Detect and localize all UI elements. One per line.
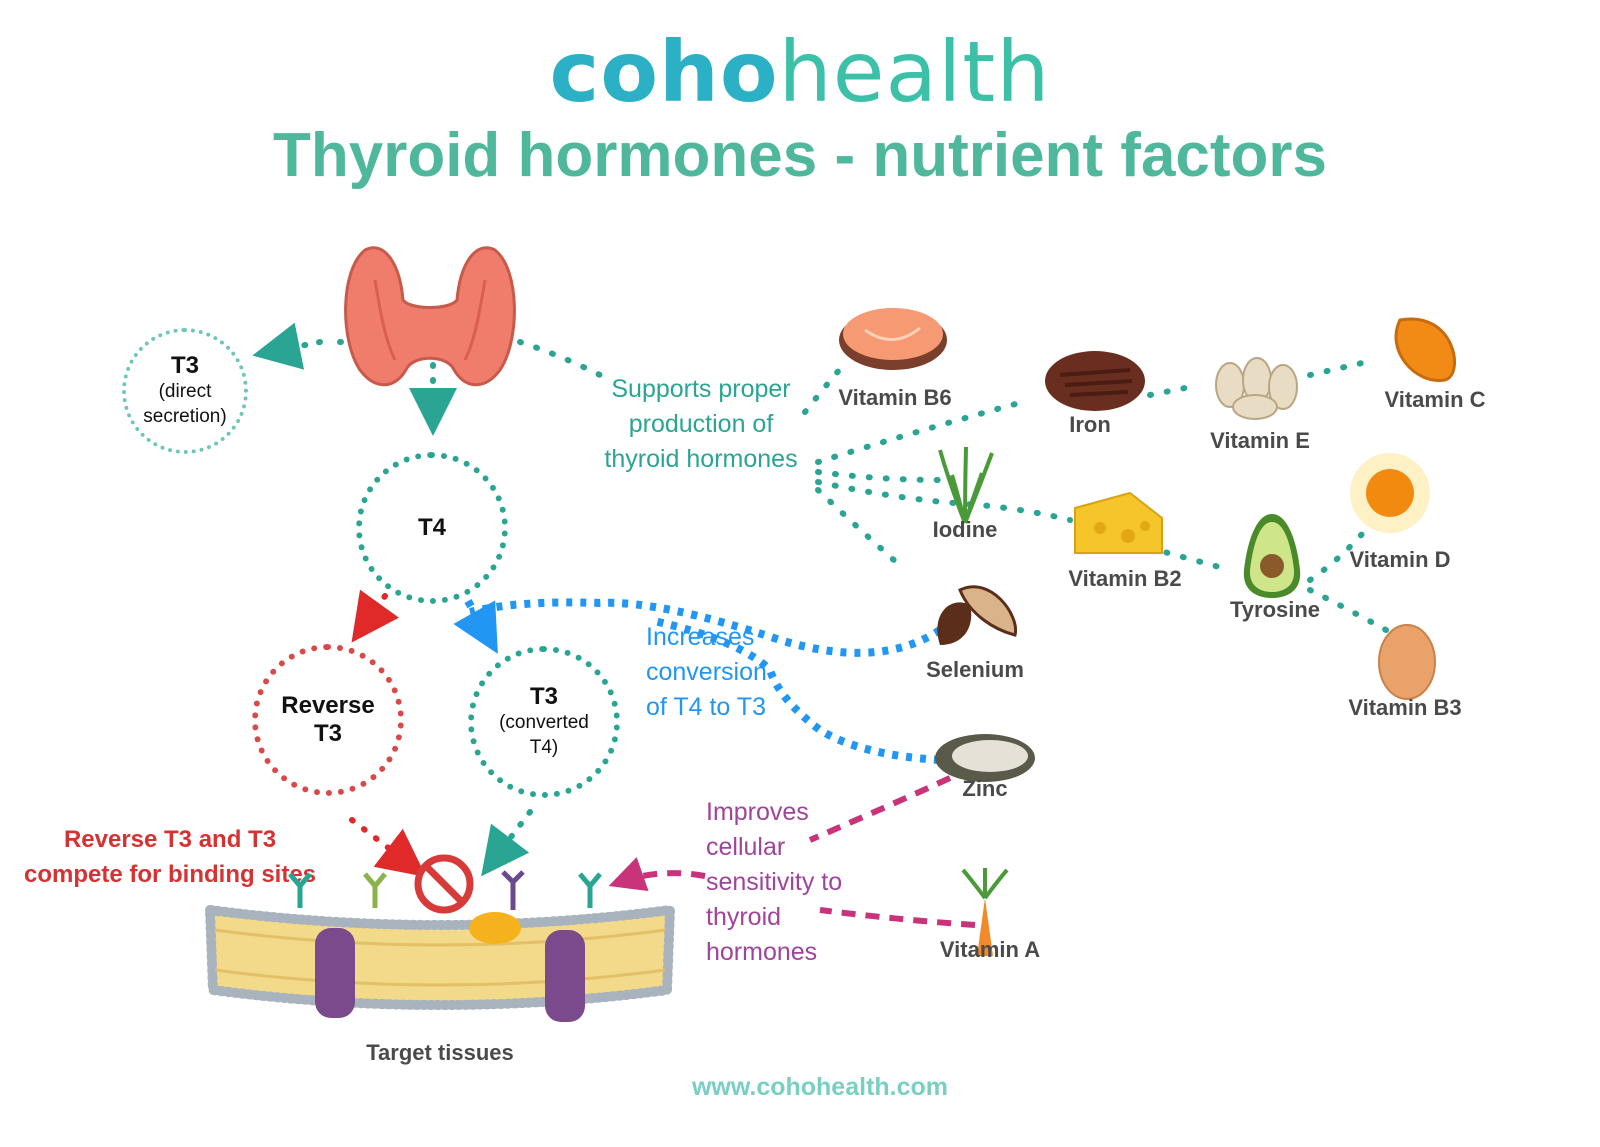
vitamin-e-label: Vitamin E xyxy=(1210,428,1310,453)
thyroid-gland-icon xyxy=(344,246,516,387)
vitamin-b6-label: Vitamin B6 xyxy=(838,385,952,410)
improves-line-4: thyroid xyxy=(706,903,782,931)
t3-direct-sub2: secretion) xyxy=(143,406,227,427)
zinc-label: Zinc xyxy=(962,776,1008,801)
salmon-icon xyxy=(839,308,947,370)
improves-line-5: hormones xyxy=(706,938,818,966)
cheese-icon xyxy=(1074,491,1163,554)
increases-line-3: of T4 to T3 xyxy=(646,693,766,721)
line-thyroid-to-supports xyxy=(517,339,603,378)
supports-line-2: production of xyxy=(628,410,774,438)
brand-logo: cohohealth xyxy=(0,30,1600,114)
compete-line-2: compete for binding sites xyxy=(23,861,317,888)
compete-line-1: Reverse T3 and T3 xyxy=(63,826,277,853)
t3-direct-title: T3 xyxy=(170,352,199,380)
t4-title: T4 xyxy=(417,514,446,541)
egg-icon xyxy=(1378,624,1436,700)
t3-direct-sub1: (direct xyxy=(158,381,212,403)
improves-line-2: cellular xyxy=(706,833,786,861)
supports-line-1: Supports proper xyxy=(611,375,791,403)
brazil-nuts-icon xyxy=(937,585,1018,645)
no-entry-icon xyxy=(414,854,474,914)
selenium-to-t4-line xyxy=(469,598,943,657)
increases-conversion-text: Increases conversion of T4 to T3 xyxy=(646,620,816,725)
t4-circle: T4 xyxy=(356,452,508,604)
t3-converted-circle: T3 (converted T4) xyxy=(468,646,620,798)
vitamin-c-label: Vitamin C xyxy=(1384,387,1486,412)
reverse-t3-line1: Reverse xyxy=(281,692,375,719)
zinc-to-improves-line xyxy=(808,775,952,843)
iron-label: Iron xyxy=(1069,412,1111,437)
improves-sensitivity-text: Improves cellular sensitivity to thyroid… xyxy=(706,795,886,970)
steak-icon xyxy=(1045,351,1145,411)
carrot-icon xyxy=(961,868,1009,956)
oyster-icon xyxy=(935,734,1035,782)
arrow-thyroid-to-t3-direct xyxy=(252,322,323,370)
vitamin-a-label: Vitamin A xyxy=(939,937,1041,962)
supports-to-nutrients-lines xyxy=(802,357,1398,638)
seaweed-icon xyxy=(938,446,994,524)
target-tissues-label: Target tissues xyxy=(366,1040,514,1065)
reverse-t3-circle: Reverse T3 xyxy=(252,644,404,796)
page-title: Thyroid hormones - nutrient factors xyxy=(272,121,1328,190)
t3-direct-circle: T3 (direct secretion) xyxy=(122,328,248,454)
improves-line-3: sensitivity to xyxy=(706,868,843,896)
iodine-label: Iodine xyxy=(932,517,998,542)
compete-binding-text: Reverse T3 and T3 compete for binding si… xyxy=(0,822,340,892)
selenium-label: Selenium xyxy=(926,657,1024,682)
cell-membrane-icon xyxy=(205,870,675,1022)
vitamin-a-to-improves-line xyxy=(819,907,976,928)
tyrosine-label: Tyrosine xyxy=(1229,597,1321,622)
arrow-t4-to-reverse-t3 xyxy=(351,589,399,643)
zinc-to-conversion-line xyxy=(649,616,941,764)
almonds-icon xyxy=(1215,357,1298,420)
arrow-t3-to-binding xyxy=(481,809,533,877)
arrow-reverse-t3-to-binding xyxy=(349,817,427,877)
vitamin-b2-label: Vitamin B2 xyxy=(1068,566,1182,591)
vitamin-d-label: Vitamin D xyxy=(1349,547,1451,572)
t3-converted-sub1: (converted xyxy=(499,712,589,734)
brand-part-2: health xyxy=(778,23,1051,121)
supports-production-text: Supports proper production of thyroid ho… xyxy=(586,372,816,477)
sun-icon xyxy=(1350,453,1430,533)
arrow-improves-to-tissues xyxy=(608,857,706,892)
avocado-icon xyxy=(1243,514,1301,598)
orange-slice-icon xyxy=(1394,317,1456,382)
brand-part-1: coho xyxy=(549,23,779,121)
supports-line-3: thyroid hormones xyxy=(604,445,798,473)
footer-url[interactable]: www.cohohealth.com xyxy=(691,1073,949,1101)
reverse-t3-line2: T3 xyxy=(313,720,342,747)
t3-converted-sub2: T4) xyxy=(529,737,559,758)
increases-line-2: conversion xyxy=(646,658,767,686)
t3-converted-title: T3 xyxy=(529,683,558,711)
increases-line-1: Increases xyxy=(646,623,755,651)
vitamin-b3-label: Vitamin B3 xyxy=(1348,695,1462,720)
improves-line-1: Improves xyxy=(706,798,809,826)
